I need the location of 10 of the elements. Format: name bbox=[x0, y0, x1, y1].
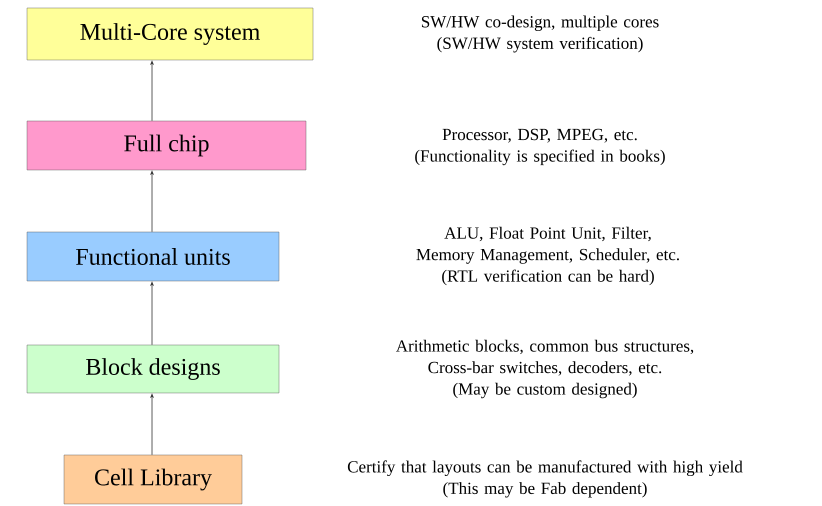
description-text: Certify that layouts can be manufactured with high yield (This may be Fab dependent) bbox=[348, 460, 743, 498]
level-box: Functional units bbox=[26, 232, 280, 282]
description-text: Arithmetic blocks, common bus structures, Cross-bar switches, decoders, etc. (May be custom designed) bbox=[396, 340, 694, 398]
level-box: Full chip bbox=[26, 120, 306, 170]
level-box: Cell Library bbox=[64, 454, 242, 504]
description-text: ALU, Float Point Unit, Filter, Memory Management, Scheduler, etc. (RTL verification can be hard) bbox=[416, 226, 679, 286]
description-text: SW/HW co-design, multiple cores (SW/HW system verification) bbox=[422, 16, 659, 52]
level-box: Block designs bbox=[26, 344, 280, 394]
description-text: Processor, DSP, MPEG, etc. (Functionality is specified in books) bbox=[415, 128, 665, 166]
level-box: Multi-Core system bbox=[26, 8, 314, 60]
